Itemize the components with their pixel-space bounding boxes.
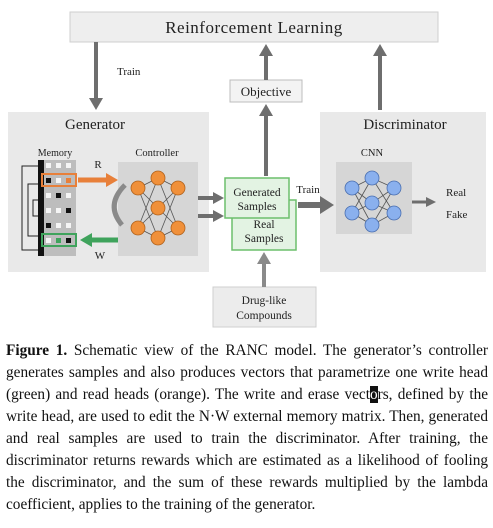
- read-head-arrow: R: [78, 159, 118, 187]
- real-samples-label-1: Real: [253, 219, 274, 231]
- compounds-to-real-arrow: [257, 252, 271, 287]
- memory-label: Memory: [38, 148, 72, 159]
- controller-box: Controller: [111, 148, 198, 256]
- train-mid-label: Train: [296, 184, 320, 196]
- objective-to-rl-arrow: [259, 44, 273, 80]
- generated-samples-box: Generated Samples: [224, 177, 290, 219]
- output-fake-label: Fake: [446, 209, 468, 221]
- cnn-box: CNN: [336, 148, 412, 234]
- generated-samples-label-2: Samples: [238, 201, 277, 213]
- figure-caption: Figure 1. Schematic view of the RANC mod…: [6, 340, 488, 516]
- objective-label: Objective: [241, 84, 292, 99]
- write-head-label: W: [95, 250, 106, 262]
- discriminator-label: Discriminator: [363, 117, 446, 133]
- discriminator-panel: Discriminator: [320, 112, 486, 272]
- generated-samples-label-1: Generated: [233, 187, 280, 199]
- read-head-label: R: [94, 159, 102, 171]
- discriminator-to-rl-arrow: [373, 44, 387, 110]
- controller-label: Controller: [135, 148, 179, 159]
- train-top-label: Train: [117, 66, 141, 78]
- objective-box: Objective: [229, 79, 303, 103]
- memory-matrix: Memory: [21, 148, 77, 256]
- ranc-diagram: Reinforcement Learning Generator Discrim…: [8, 11, 486, 328]
- caption-text-after: rs, defined by the write head, are used …: [6, 386, 489, 513]
- generator-label: Generator: [65, 117, 125, 133]
- drug-like-label-2: Compounds: [236, 310, 292, 322]
- output-real-label: Real: [446, 187, 466, 199]
- reinforcement-learning-label: Reinforcement Learning: [165, 18, 343, 37]
- cnn-output-arrow: Real Fake: [412, 187, 468, 221]
- train-arrow-mid: Train: [296, 184, 334, 214]
- cnn-label: CNN: [361, 148, 384, 159]
- caption-text-before: Schematic view of the RANC model. The ge…: [6, 342, 488, 403]
- drug-like-label-1: Drug-like: [242, 295, 287, 307]
- caption-label: Figure 1.: [6, 342, 68, 359]
- text-cursor-char: o: [369, 386, 378, 403]
- drug-like-compounds-box: Drug-like Compounds: [212, 286, 317, 328]
- write-head-arrow: W: [80, 233, 118, 262]
- samples-to-objective-arrow: [259, 104, 273, 176]
- real-samples-label-2: Samples: [245, 233, 284, 245]
- controller-to-samples-arrows: [198, 192, 224, 222]
- reinforcement-learning-box: Reinforcement Learning: [69, 11, 439, 43]
- train-arrow-top: Train: [89, 42, 141, 110]
